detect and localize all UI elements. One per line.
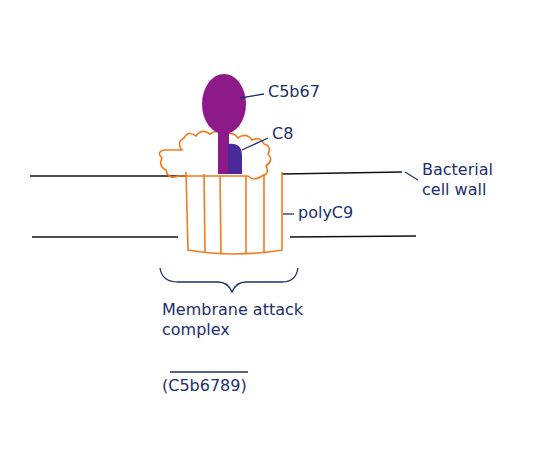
- c8-protein: [228, 144, 242, 174]
- leader-line: [405, 172, 418, 180]
- membrane-line: [32, 236, 178, 237]
- membrane-line: [282, 172, 402, 174]
- leader-line: [240, 94, 264, 98]
- complex-formula: (C5b6789): [162, 376, 282, 396]
- brace: [160, 268, 298, 292]
- membrane-line: [290, 236, 416, 237]
- leader-line: [242, 138, 268, 150]
- protein-label: polyC9: [298, 203, 388, 223]
- complex-label: Membrane attack complex: [162, 300, 352, 340]
- membrane-label: Bacterial cell wall: [422, 160, 522, 200]
- membrane-line: [30, 175, 186, 176]
- c5b67-protein: [202, 74, 246, 174]
- protein-label: C8: [272, 124, 332, 144]
- leader-line: [283, 213, 294, 214]
- overline: [170, 371, 248, 372]
- protein-label: C5b67: [268, 82, 358, 102]
